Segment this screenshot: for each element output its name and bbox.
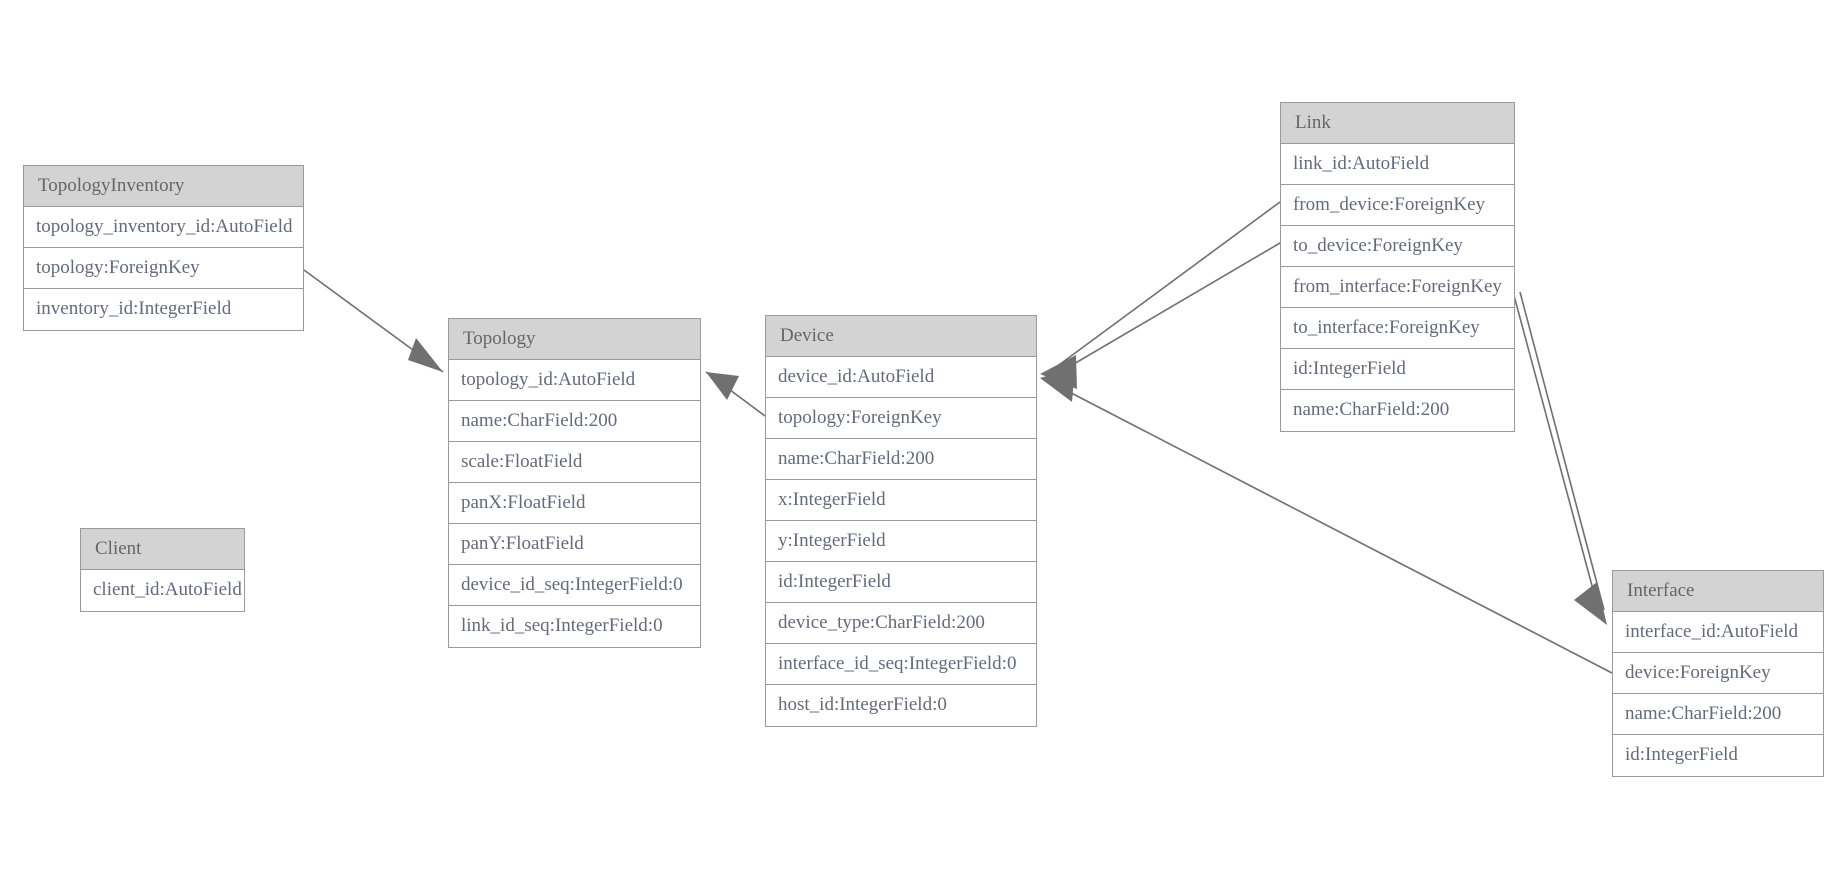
entity-topology[interactable]: Topology topology_id:AutoField name:Char… bbox=[448, 318, 701, 648]
field-row: name:CharField:200 bbox=[1613, 694, 1823, 735]
field-row: y:IntegerField bbox=[766, 521, 1036, 562]
field-row: topology:ForeignKey bbox=[24, 248, 303, 289]
entity-client[interactable]: Client client_id:AutoField bbox=[80, 528, 245, 612]
entity-title-interface: Interface bbox=[1613, 571, 1823, 612]
entity-title-client: Client bbox=[81, 529, 244, 570]
field-row: id:IntegerField bbox=[1281, 349, 1514, 390]
field-row: x:IntegerField bbox=[766, 480, 1036, 521]
field-row: name:CharField:200 bbox=[766, 439, 1036, 480]
field-row: name:CharField:200 bbox=[449, 401, 700, 442]
field-row: device_id:AutoField bbox=[766, 357, 1036, 398]
field-row: link_id:AutoField bbox=[1281, 144, 1514, 185]
field-row: topology_id:AutoField bbox=[449, 360, 700, 401]
field-row: id:IntegerField bbox=[766, 562, 1036, 603]
field-row: topology:ForeignKey bbox=[766, 398, 1036, 439]
field-row: interface_id:AutoField bbox=[1613, 612, 1823, 653]
entity-interface[interactable]: Interface interface_id:AutoField device:… bbox=[1612, 570, 1824, 777]
field-row: scale:FloatField bbox=[449, 442, 700, 483]
entity-device[interactable]: Device device_id:AutoField topology:Fore… bbox=[765, 315, 1037, 727]
field-row: device:ForeignKey bbox=[1613, 653, 1823, 694]
field-row: id:IntegerField bbox=[1613, 735, 1823, 776]
edge-topologyinventory-topology bbox=[303, 269, 444, 373]
entity-title-device: Device bbox=[766, 316, 1036, 357]
entity-title-topology-inventory: TopologyInventory bbox=[24, 166, 303, 207]
field-row: device_id_seq:IntegerField:0 bbox=[449, 565, 700, 606]
field-row: from_interface:ForeignKey bbox=[1281, 267, 1514, 308]
edge-link-fromdevice-device bbox=[1040, 201, 1281, 389]
field-row: interface_id_seq:IntegerField:0 bbox=[766, 644, 1036, 685]
field-row: to_interface:ForeignKey bbox=[1281, 308, 1514, 349]
entity-title-link: Link bbox=[1281, 103, 1514, 144]
field-row: device_type:CharField:200 bbox=[766, 603, 1036, 644]
entity-link[interactable]: Link link_id:AutoField from_device:Forei… bbox=[1280, 102, 1515, 432]
field-row: panY:FloatField bbox=[449, 524, 700, 565]
field-row: to_device:ForeignKey bbox=[1281, 226, 1514, 267]
edge-device-topology bbox=[705, 371, 766, 417]
entity-title-topology: Topology bbox=[449, 319, 700, 360]
edge-link-frominterface-interface bbox=[1511, 287, 1607, 625]
field-row: panX:FloatField bbox=[449, 483, 700, 524]
entity-topology-inventory[interactable]: TopologyInventory topology_inventory_id:… bbox=[23, 165, 304, 331]
field-row: client_id:AutoField bbox=[81, 570, 244, 611]
edge-link-tointerface-interface bbox=[1519, 291, 1605, 611]
edge-link-todevice-device bbox=[1049, 242, 1281, 379]
field-row: link_id_seq:IntegerField:0 bbox=[449, 606, 700, 647]
field-row: from_device:ForeignKey bbox=[1281, 185, 1514, 226]
field-row: inventory_id:IntegerField bbox=[24, 289, 303, 330]
field-row: name:CharField:200 bbox=[1281, 390, 1514, 431]
field-row: topology_inventory_id:AutoField bbox=[24, 207, 303, 248]
field-row: host_id:IntegerField:0 bbox=[766, 685, 1036, 726]
